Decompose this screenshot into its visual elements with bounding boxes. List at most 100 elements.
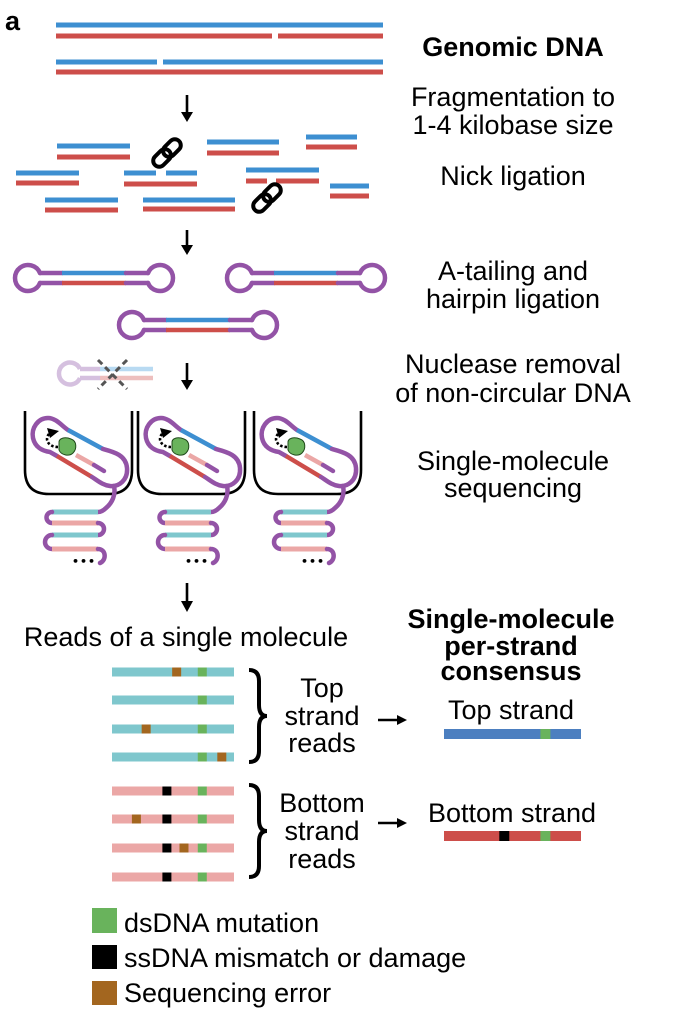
step-genomic-dna: Genomic DNA [422, 32, 604, 62]
hairpin-ligated-molecule [116, 309, 280, 341]
bottom-strand-read-bar [112, 786, 234, 796]
hairpin-loop [12, 262, 43, 294]
top-strand-read-bar [112, 752, 234, 762]
consensus-title: Single-molecule per-strand consensus [407, 604, 614, 686]
down-arrow-icon [181, 363, 193, 390]
fragment [45, 197, 118, 213]
top-strand-read [112, 667, 234, 677]
hairpin-loop [30, 415, 71, 459]
read-tether [208, 483, 230, 515]
consensus-strands [444, 729, 581, 841]
legend-swatch [92, 981, 117, 1005]
ellipsis: ••• [301, 555, 325, 568]
bottom-strand-consensus [444, 831, 581, 841]
top-strand-read [112, 695, 234, 705]
top-strand-read-bar [112, 724, 234, 734]
top-group-label: Top strand reads [284, 673, 359, 758]
top-strand-read-bar [112, 695, 234, 705]
dsdna-mutation-mark [197, 752, 207, 762]
bottom-strand-reads [112, 786, 234, 882]
top-strand-consensus [444, 729, 581, 739]
top-group-label-line1: Top [300, 673, 344, 703]
down-arrow-icon [181, 583, 193, 612]
nicked-fragment [246, 167, 319, 184]
bottom-strand [168, 454, 207, 479]
down-arrow-icon [181, 230, 193, 255]
fragment [330, 183, 369, 199]
direction-arc [45, 433, 59, 449]
right-arrow-icon [378, 715, 407, 725]
direction-arrowhead-icon [160, 428, 172, 438]
bottom-group-label-line2: strand [284, 816, 359, 846]
fragment [16, 170, 79, 186]
dsdna-mutation-mark [197, 786, 207, 796]
fragment [207, 139, 279, 156]
direction-arrowhead-icon [276, 428, 288, 438]
genomic-dna-duplexes [56, 22, 383, 75]
brace-icon [248, 783, 268, 879]
chain-link-icon [251, 182, 283, 214]
bottom-strand-read [112, 814, 234, 824]
top-strand-consensus-bar [444, 729, 581, 739]
consensus-title-line2: per-strand [444, 631, 578, 661]
sequencing-well: ••• [252, 411, 363, 568]
bottom-group-label-line3: reads [288, 844, 356, 874]
top-strand [295, 428, 334, 451]
legend-label: ssDNA mismatch or damage [124, 943, 466, 973]
dsdna-mutation-mark [197, 695, 207, 705]
nascent-strand [187, 453, 209, 467]
top-strand [179, 428, 218, 451]
step-nuclease-line1: Nuclease removal [405, 349, 621, 379]
bottom-strand-read [112, 872, 234, 882]
bottom-strand-consensus-bar [444, 831, 581, 841]
right-arrow-icon [378, 818, 407, 828]
bottom-strand-read-bar [112, 814, 234, 824]
direction-arc [158, 433, 172, 449]
read-coil [155, 509, 220, 566]
step-fragmentation-line1: Fragmentation to [411, 82, 615, 112]
read-coil [271, 509, 336, 566]
well-outline [252, 411, 363, 496]
read-tether [95, 483, 117, 515]
hairpin-loop [259, 415, 300, 459]
ssdna-mismatch-mark [162, 872, 172, 882]
down-arrow-icon [181, 95, 193, 122]
hairpin-loop [249, 309, 280, 341]
ssdna-mismatch-mark [162, 786, 172, 796]
ellipsis: ••• [72, 555, 96, 568]
ssdna-mismatch-mark [162, 843, 172, 853]
legend-swatch [92, 945, 117, 969]
dsdna-mutation-mark [540, 729, 551, 739]
top-strand-read [112, 752, 234, 762]
polymerase-icon [58, 437, 77, 456]
dsdna-mutation-mark [540, 831, 551, 841]
sequencing-error-mark [141, 724, 151, 734]
bottom-group-label: Bottom strand reads [279, 788, 365, 874]
legend-swatch [92, 908, 117, 933]
hairpin-loop [145, 262, 176, 294]
sequencing-error-mark [131, 814, 141, 824]
step-nick-ligation: Nick ligation [440, 161, 586, 191]
brace-icon [248, 668, 268, 764]
polymerase-icon [287, 437, 306, 456]
hairpin-ligated-molecule [12, 262, 176, 294]
dsdna-mutation-mark [197, 872, 207, 882]
consensus-title-line3: consensus [440, 656, 581, 686]
legend-label: Sequencing error [124, 978, 331, 1008]
sequencing-well: ••• [136, 411, 247, 568]
non-circular-molecule [56, 360, 153, 387]
top-strand [66, 428, 105, 451]
dsdna-mutation-mark [197, 724, 207, 734]
bottom-group-label-line1: Bottom [279, 788, 365, 818]
direction-arc [274, 433, 288, 449]
hairpin-loop [202, 446, 243, 489]
read-tether [324, 483, 346, 515]
bottom-strand-read [112, 786, 234, 796]
step-hairpin-line1: A-tailing and [438, 256, 588, 286]
bottom-strand-read [112, 843, 234, 853]
bottom-strand-read-bar [112, 872, 234, 882]
hairpin-loop [143, 415, 184, 459]
reads-title: Reads of a single molecule [24, 622, 348, 652]
sequencing-error-mark [172, 667, 182, 677]
